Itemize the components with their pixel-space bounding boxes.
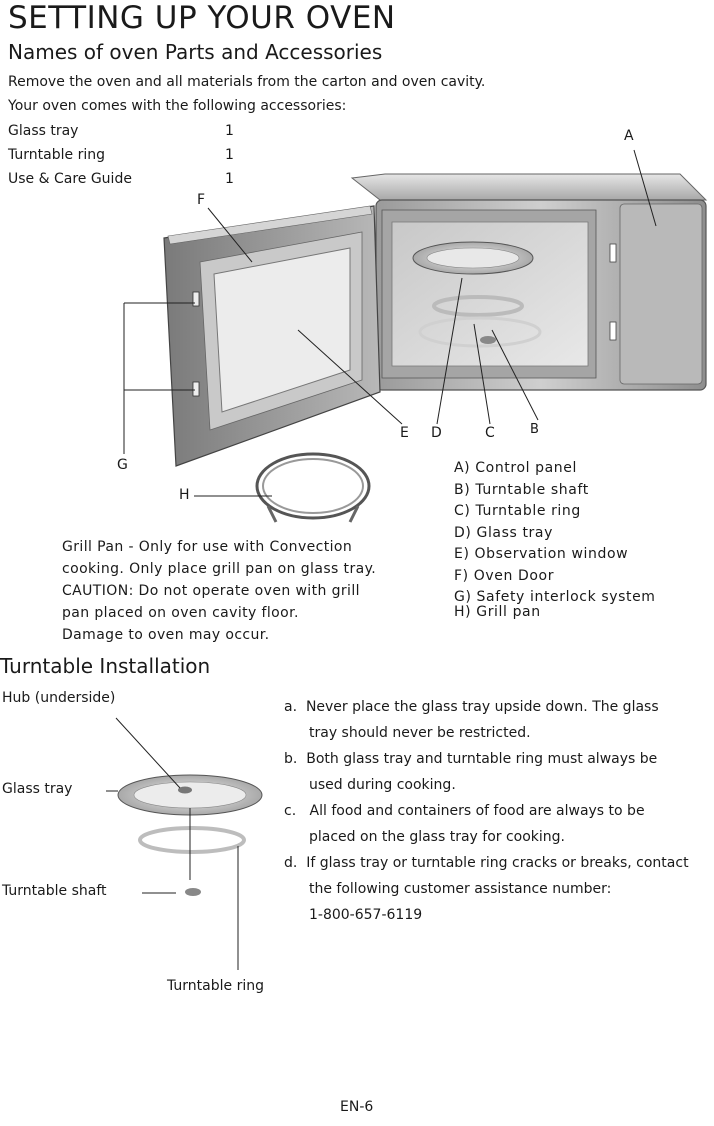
accessory-qty: 1 xyxy=(225,123,234,139)
legend-item: H) Grill pan xyxy=(454,603,541,620)
instruction-text: tray should never be restricted. xyxy=(309,725,531,741)
instruction-text: placed on the glass tray for cooking. xyxy=(309,829,566,845)
instruction-item: b. Both glass tray and turntable ring mu… xyxy=(284,746,689,772)
callout-letter-b: B xyxy=(530,422,539,437)
note-line: pan placed on oven cavity floor. xyxy=(62,605,299,621)
list-marker: c. xyxy=(284,803,297,819)
instruction-text: If glass tray or turntable ring cracks o… xyxy=(306,855,689,871)
accessory-qty: 1 xyxy=(225,147,234,163)
grill-pan-illustration xyxy=(255,452,371,523)
note-line: Grill Pan - Only for use with Convection xyxy=(62,539,353,555)
callout-letter-a: A xyxy=(624,128,634,144)
instruction-text: All food and containers of food are alwa… xyxy=(309,803,645,819)
callout-letter-e: E xyxy=(400,425,409,441)
legend-item: D) Glass tray xyxy=(454,524,553,541)
accessory-name: Use & Care Guide xyxy=(8,171,132,187)
label-hub: Hub (underside) xyxy=(2,690,116,706)
callout-lines xyxy=(123,149,657,497)
note-line: Damage to oven may occur. xyxy=(62,627,270,643)
page-number: EN-6 xyxy=(340,1099,374,1115)
callout-letter-d: D xyxy=(431,425,442,441)
list-marker: b. xyxy=(284,751,298,767)
oven-door-illustration xyxy=(163,205,381,467)
callout-letter-g: G xyxy=(117,457,128,473)
list-marker: a. xyxy=(284,699,298,715)
list-marker: d. xyxy=(284,855,298,871)
legend-item: F) Oven Door xyxy=(454,567,555,584)
legend-item: G) Safety interlock system xyxy=(454,589,656,605)
instruction-item: c. All food and containers of food are a… xyxy=(284,798,689,824)
legend-item: E) Observation window xyxy=(454,546,629,562)
instruction-text: the following customer assistance number… xyxy=(309,881,612,897)
intro-line-2: Your oven comes with the following acces… xyxy=(8,98,347,114)
label-turntable-ring: Turntable ring xyxy=(167,978,264,994)
accessory-name: Turntable ring xyxy=(8,147,105,163)
intro-line-1: Remove the oven and all materials from t… xyxy=(8,74,486,90)
section-heading-turntable: Turntable Installation xyxy=(0,654,211,678)
callout-letter-f: F xyxy=(197,192,206,208)
note-line: CAUTION: Do not operate oven with grill xyxy=(62,583,360,599)
note-line: cooking. Only place grill pan on glass t… xyxy=(62,561,377,577)
parts-legend: A) Control panel B) Turntable shaft C) T… xyxy=(454,458,656,623)
legend-item: B) Turntable shaft xyxy=(454,481,589,498)
legend-item: A) Control panel xyxy=(454,460,577,476)
accessory-qty: 1 xyxy=(225,171,234,187)
instruction-item: d. If glass tray or turntable ring crack… xyxy=(284,850,689,876)
instruction-text: used during cooking. xyxy=(309,777,456,793)
accessory-name: Glass tray xyxy=(8,123,79,139)
instruction-text: Both glass tray and turntable ring must … xyxy=(306,751,658,767)
callout-letter-h: H xyxy=(179,487,190,503)
installation-instructions: a. Never place the glass tray upside dow… xyxy=(284,694,689,928)
callout-letter-c: C xyxy=(485,425,495,441)
turntable-installation-illustration xyxy=(106,717,263,970)
phone-number: 1-800-657-6119 xyxy=(309,907,423,923)
section-heading-parts: Names of oven Parts and Accessories xyxy=(8,40,383,64)
grill-pan-caution-note: Grill Pan - Only for use with Convection… xyxy=(62,536,376,646)
instruction-text: Never place the glass tray upside down. … xyxy=(305,699,659,715)
page-title: SETTING UP YOUR OVEN xyxy=(8,0,396,36)
instruction-item: a. Never place the glass tray upside dow… xyxy=(284,694,689,720)
label-turntable-shaft: Turntable shaft xyxy=(2,883,107,899)
oven-illustration xyxy=(350,173,708,391)
label-glass-tray: Glass tray xyxy=(2,781,73,797)
legend-item: C) Turntable ring xyxy=(454,503,581,519)
